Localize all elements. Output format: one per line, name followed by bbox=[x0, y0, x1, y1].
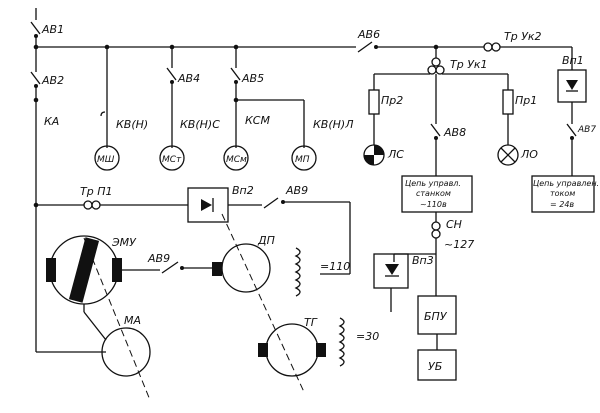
switch-av9-mid bbox=[161, 261, 179, 274]
label-emu: ЭМУ bbox=[111, 236, 137, 249]
winding-dp-field bbox=[294, 247, 301, 297]
label-tg: ТГ bbox=[304, 316, 318, 329]
switch-av2 bbox=[30, 71, 41, 85]
dp-machine bbox=[212, 243, 301, 297]
motor-msm bbox=[223, 145, 249, 171]
switch-av1 bbox=[30, 21, 41, 35]
label-msm: МСм bbox=[226, 155, 247, 165]
trp1-row bbox=[36, 187, 351, 275]
label-tr-p1: Тр П1 bbox=[80, 185, 112, 198]
control-circuit-box bbox=[394, 175, 473, 296]
block-ub bbox=[417, 349, 457, 381]
motor-tg bbox=[265, 323, 319, 377]
fuse-pr1 bbox=[502, 89, 514, 115]
label-kv-n-1: КВ(Н) bbox=[116, 118, 148, 131]
label-ma: МА bbox=[124, 314, 141, 327]
box1-line1: Цепь управл. bbox=[405, 179, 461, 188]
label-vp2: Вп2 bbox=[232, 184, 254, 197]
switch-av8 bbox=[430, 123, 441, 137]
label-av2: АВ2 bbox=[41, 74, 64, 87]
transformer-cn bbox=[431, 221, 441, 231]
switch-av5 bbox=[230, 67, 241, 81]
ma-machine bbox=[83, 304, 151, 377]
label-av4: АВ4 bbox=[177, 72, 200, 85]
label-bpu: БПУ bbox=[424, 310, 448, 323]
lamp-lo bbox=[497, 144, 519, 166]
motor-mst bbox=[159, 145, 185, 171]
box2-line2: током bbox=[550, 189, 575, 198]
label-av9-top: АВ9 bbox=[285, 184, 308, 197]
label-av5: АВ5 bbox=[241, 72, 264, 85]
label-v127: ~127 bbox=[444, 238, 474, 251]
label-av9-mid: АВ9 bbox=[147, 252, 170, 265]
box2-line3: = 24в bbox=[550, 200, 574, 209]
label-lc: ЛС bbox=[387, 148, 404, 161]
top-bus bbox=[36, 41, 573, 70]
label-vp1: Вп1 bbox=[562, 54, 584, 67]
label-v110: =110 bbox=[320, 260, 350, 273]
switch-av4 bbox=[166, 67, 177, 81]
label-ksm: КСМ bbox=[245, 114, 270, 127]
label-tr-uk1: Тр Ук1 bbox=[450, 58, 488, 71]
label-av8: АВ8 bbox=[443, 126, 466, 139]
label-av6: АВ6 bbox=[357, 28, 380, 41]
transformer-tr-uk2 bbox=[483, 42, 493, 52]
label-kv-n-l: КВ(Н)Л bbox=[313, 118, 353, 131]
box1-line2: станком bbox=[416, 189, 451, 198]
branch-msh bbox=[94, 47, 120, 171]
label-ka: КА bbox=[44, 115, 59, 128]
label-av7: АВ7 bbox=[577, 125, 596, 135]
motor-msh bbox=[94, 145, 120, 171]
mechanical-link-emu-ma bbox=[83, 237, 151, 401]
label-v30: =30 bbox=[356, 330, 379, 343]
label-pr1: Пр1 bbox=[515, 94, 537, 107]
transformer-tr-p1 bbox=[83, 200, 93, 210]
vp3-bpu-ub bbox=[373, 253, 457, 381]
motor-ma bbox=[101, 327, 151, 377]
label-cn: СН bbox=[446, 218, 462, 231]
box2-line1: Цепь управлен. bbox=[533, 179, 599, 188]
switch-av6 bbox=[357, 41, 373, 53]
switch-av9-top bbox=[263, 197, 279, 209]
lighting-section bbox=[363, 47, 519, 176]
branch-mst bbox=[159, 47, 185, 171]
switch-av7 bbox=[566, 123, 577, 137]
label-msh: МШ bbox=[97, 155, 115, 165]
label-vp3: Вп3 bbox=[412, 254, 434, 267]
tg-machine bbox=[258, 317, 345, 377]
label-mp: МП bbox=[295, 155, 310, 165]
transformer-tr-uk1 bbox=[431, 57, 441, 67]
box1-line3: ~110в bbox=[420, 200, 447, 209]
motor-dp bbox=[221, 243, 271, 293]
label-pr2: Пр2 bbox=[381, 94, 403, 107]
fuse-pr2 bbox=[368, 89, 380, 115]
control-current-box bbox=[531, 175, 595, 213]
label-av1: АВ1 bbox=[41, 23, 64, 36]
motor-mp bbox=[291, 145, 317, 171]
label-lo: ЛО bbox=[520, 148, 538, 161]
branch-msm bbox=[223, 47, 317, 171]
winding-tg-field bbox=[338, 317, 345, 367]
label-kv-n-c: КВ(Н)С bbox=[180, 118, 220, 131]
vp1-branch bbox=[531, 69, 595, 213]
label-ub: УБ bbox=[428, 360, 442, 373]
label-dp: ДП bbox=[257, 234, 275, 247]
label-tr-uk2: Тр Ук2 bbox=[504, 30, 542, 43]
label-mst: МСт bbox=[162, 155, 182, 165]
